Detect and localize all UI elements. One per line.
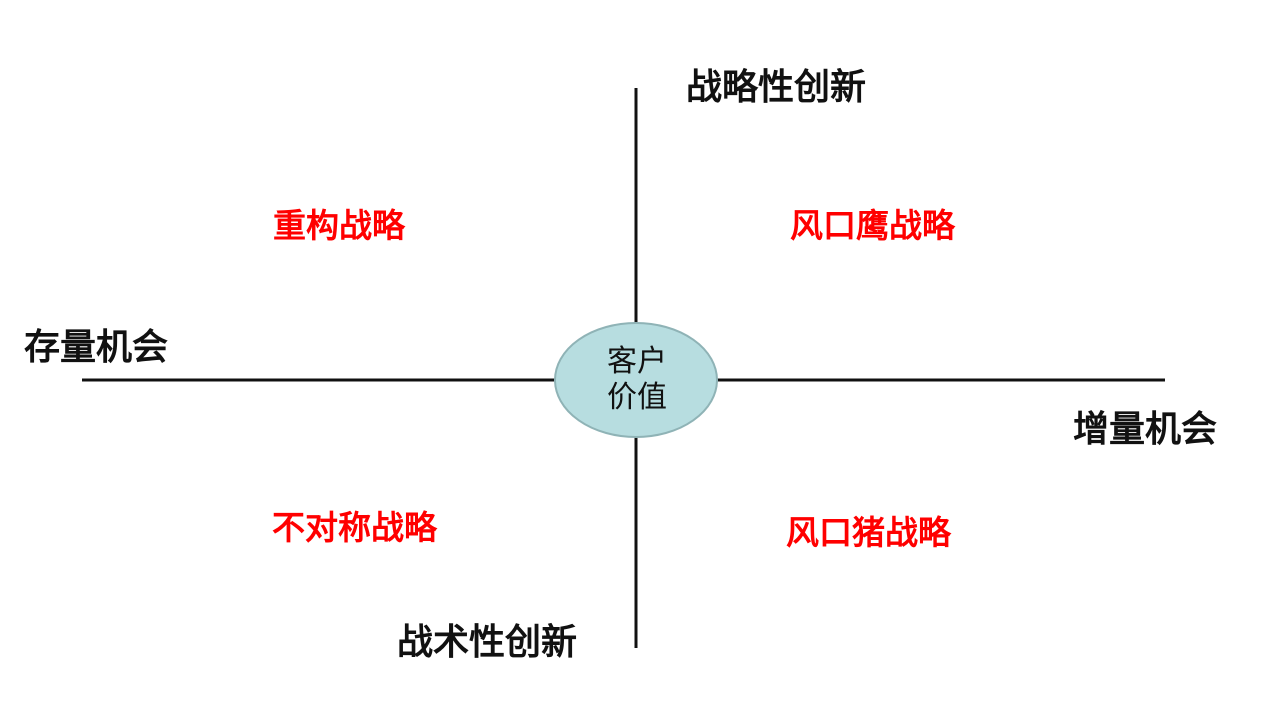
quadrant-top-left: 重构战略 bbox=[273, 206, 405, 245]
quadrant-bottom-right: 风口猪战略 bbox=[786, 513, 951, 552]
axis-label-top: 战略性创新 bbox=[686, 67, 867, 108]
center-line-2: 价值 bbox=[607, 380, 667, 415]
axis-label-left: 存量机会 bbox=[24, 327, 169, 368]
quadrant-bottom-left: 不对称战略 bbox=[272, 508, 437, 547]
center-ellipse bbox=[554, 322, 718, 438]
quadrant-top-right: 风口鹰战略 bbox=[790, 206, 955, 245]
center-label: 客户 价值 bbox=[556, 323, 718, 437]
axis-label-right: 增量机会 bbox=[1073, 409, 1218, 450]
center-line-1: 客户 bbox=[607, 344, 667, 379]
axis-label-bottom: 战术性创新 bbox=[397, 622, 578, 663]
